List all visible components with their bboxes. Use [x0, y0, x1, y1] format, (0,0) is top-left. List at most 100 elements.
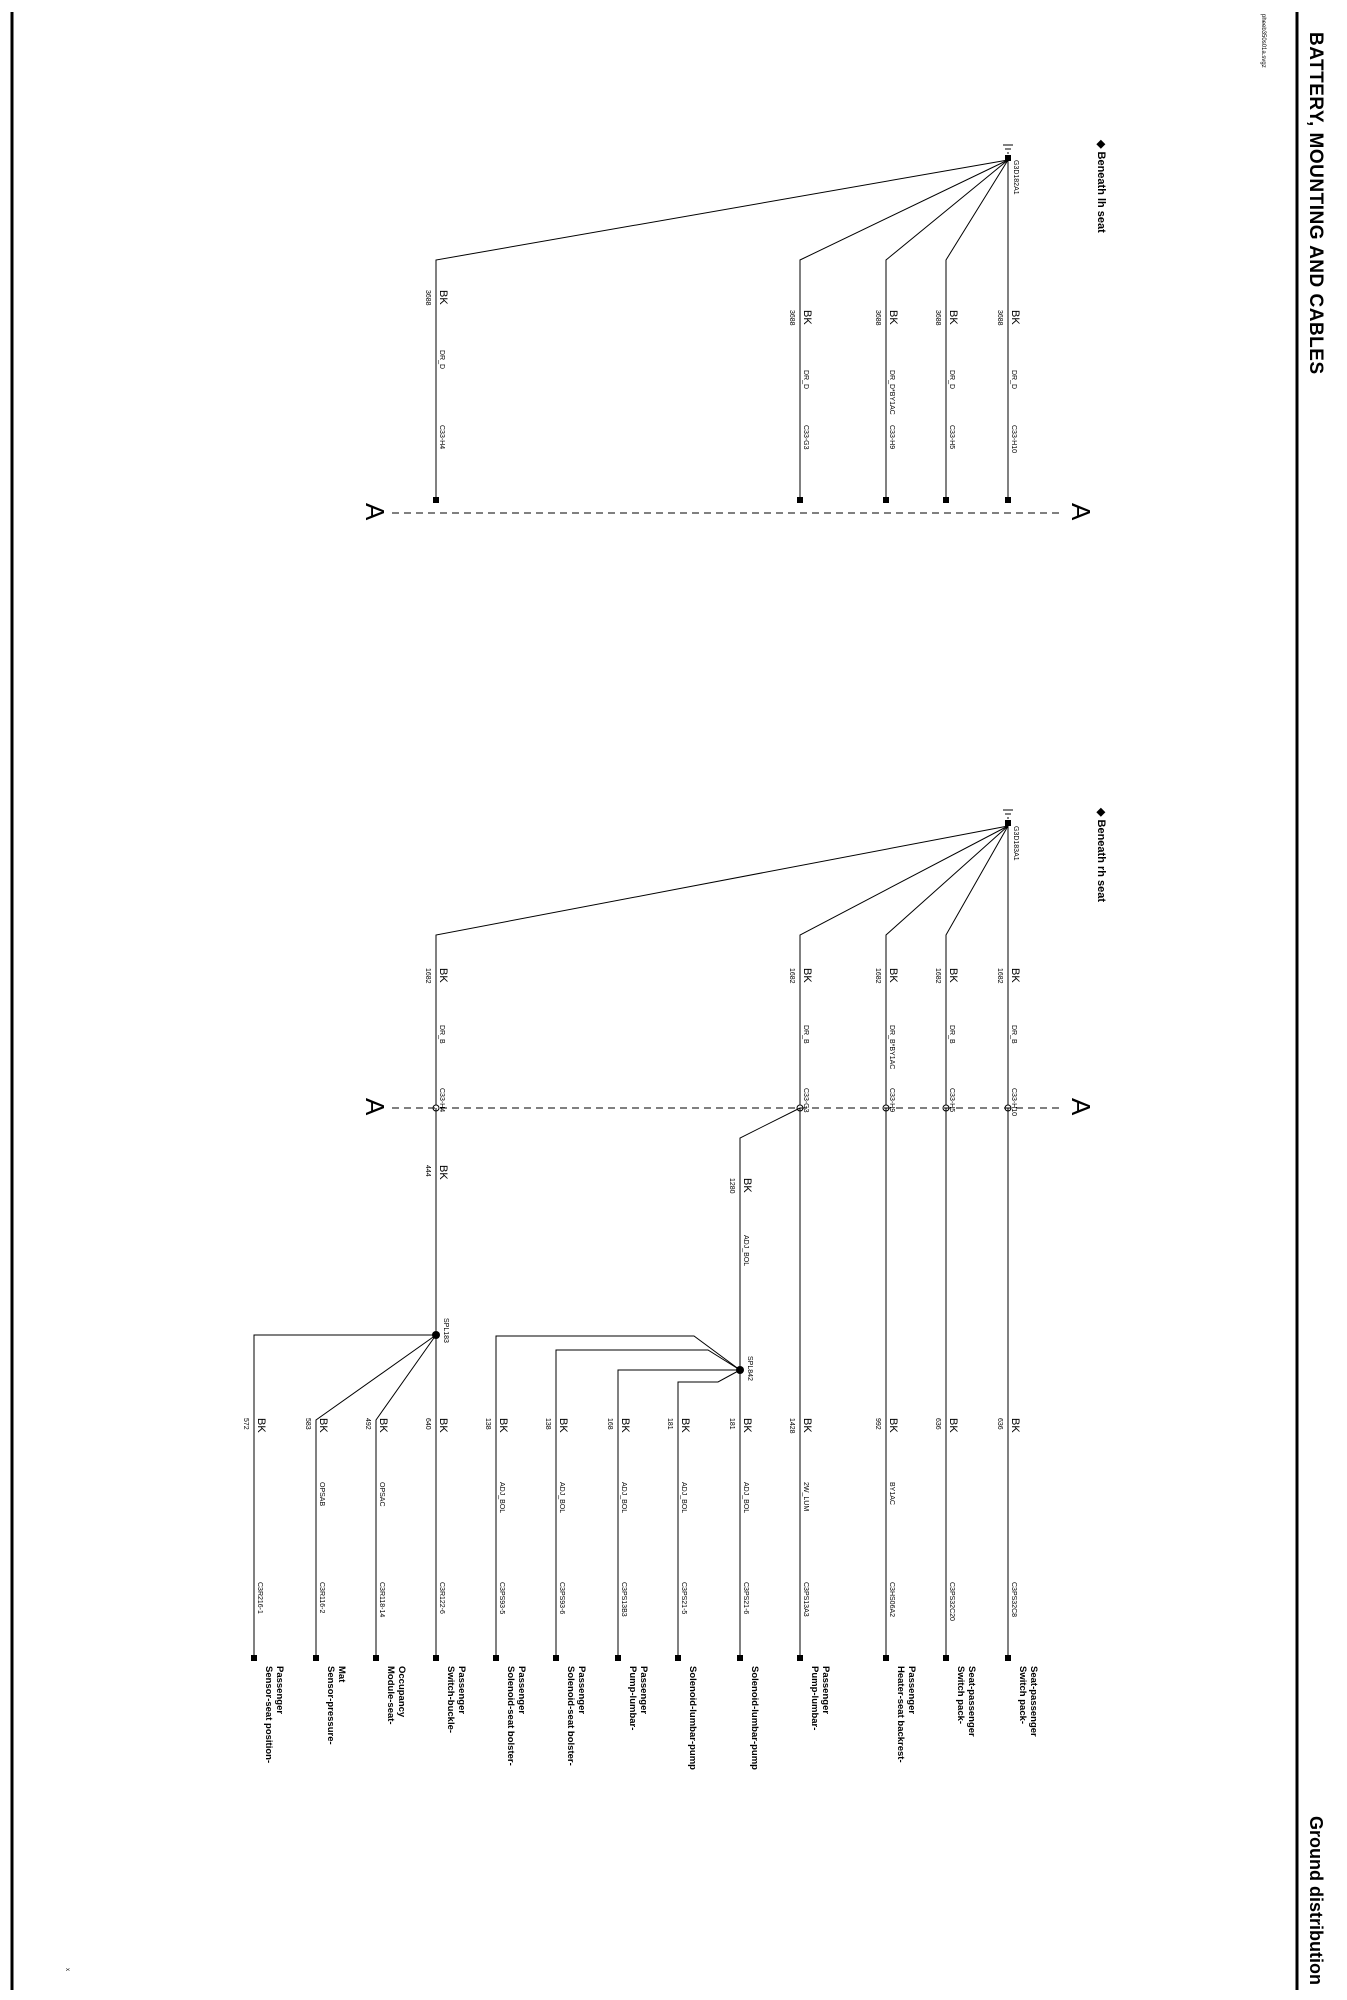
component-name: Sensor-seat position-Passenger — [263, 1666, 285, 1763]
component-name: Sensor-pressure-Mat — [325, 1666, 347, 1745]
wire-color: BK — [887, 968, 899, 983]
wire-color: BK — [1009, 310, 1021, 325]
wire-color: BK — [1009, 968, 1021, 983]
wire-harness: BY1AC — [888, 1482, 895, 1505]
wire-harness: OPSAC — [378, 1482, 385, 1507]
connector-pin — [1005, 1655, 1011, 1661]
wire-harness: ADJ_BOL — [742, 1482, 749, 1513]
wire-size: 572 — [242, 1418, 249, 1430]
wire-harness: ADJ_BOL — [498, 1482, 505, 1513]
component-name: Module-seat-Occupancy — [385, 1666, 407, 1725]
connector-label: C3PS93-6 — [558, 1582, 565, 1614]
wire-size: 1428 — [788, 1418, 795, 1434]
trunk-spl842 — [739, 1107, 801, 1370]
wire-size: 1682 — [424, 968, 431, 984]
wire-harness: DR_B — [1010, 1025, 1017, 1044]
wire-size: 1682 — [788, 968, 795, 984]
wire-color: BK — [947, 968, 959, 983]
load-4: BK 1428 2W_LUM C3PS13A3 Pump-lumbar-Pass… — [788, 1418, 831, 1730]
wire-rh-4 — [799, 825, 1009, 1108]
connector-pin — [433, 1655, 439, 1661]
wire-size: 3688 — [874, 310, 881, 326]
connector-pin — [493, 1655, 499, 1661]
connector-label: C33-H9 — [888, 1088, 895, 1112]
wire-harness: DR_D — [802, 370, 809, 389]
component-name: Switch pack-Seat-passenger — [955, 1666, 977, 1737]
connector-label: C33-H9 — [888, 425, 895, 449]
load-5: BK 181 ADJ_BOL C3PS21-6 Solenoid-lumbar-… — [728, 1418, 760, 1770]
wire-color: BK — [947, 310, 959, 325]
wire-load-6 — [677, 1369, 741, 1658]
wire-lh-5 — [435, 159, 1009, 497]
connector-pin — [251, 1655, 257, 1661]
wire-color: BK — [679, 1418, 691, 1433]
wire-size: 636 — [996, 1418, 1003, 1430]
load-9: BK 138 ADJ_BOL C3PS93-5 Solenoid-seat bo… — [484, 1418, 527, 1766]
splice-label: SPL183 — [442, 1318, 449, 1343]
load-10: BK 640 C3R122-6 Switch-buckle-Passenger — [424, 1418, 467, 1733]
wire-size: 3688 — [424, 290, 431, 306]
location-lh-label: Beneath lh seat — [1095, 152, 1107, 234]
wire-size: 492 — [364, 1418, 371, 1430]
wire-size: 3688 — [788, 310, 795, 326]
wire-size: 3688 — [996, 310, 1003, 326]
wire-harness: ADJ_BOL — [680, 1482, 687, 1513]
wire-color: BK — [437, 1418, 449, 1433]
corner-mark: x — [64, 1968, 70, 1971]
load-1: BK 636 C3PS32C8 Switch pack-Seat-passeng… — [996, 1418, 1039, 1737]
connector-label: C3PS32C8 — [1010, 1582, 1017, 1617]
load-12: BK 583 OPSAB C3R116-2 Sensor-pressure-Ma… — [304, 1418, 347, 1745]
page-title: BATTERY, MOUNTING AND CABLES — [1305, 32, 1326, 375]
connector-label: C3HS06A2 — [888, 1582, 895, 1617]
trunk-color: BK — [437, 1165, 449, 1180]
wire-color: BK — [497, 1418, 509, 1433]
wire-color: BK — [377, 1418, 389, 1433]
connector-label: C33-G3 — [802, 425, 809, 450]
wire-size: 640 — [424, 1418, 431, 1430]
component-name: Pump-lumbar-Passenger — [809, 1666, 831, 1730]
connector-pin — [737, 1655, 743, 1661]
component-name: Solenoid-lumbar-pump — [749, 1666, 760, 1770]
wire-load-11 — [375, 1334, 437, 1658]
load-7: BK 168 ADJ_BOL C3PS13B3 Pump-lumbar-Pass… — [606, 1418, 649, 1730]
wire-size: 992 — [874, 1418, 881, 1430]
load-3: BK 992 BY1AC C3HS06A2 Heater-seat backre… — [874, 1418, 917, 1763]
wire-size: 138 — [484, 1418, 491, 1430]
divider-label-right: A — [1066, 1098, 1096, 1116]
wire-size: 636 — [934, 1418, 941, 1430]
wire-harness: OPSAB — [318, 1482, 325, 1506]
connector-markers-lh — [433, 497, 1011, 503]
load-6: BK 181 ADJ_BOL C3PS21-5 Solenoid-lumbar-… — [666, 1418, 698, 1770]
wire-harness: DR_D — [948, 370, 955, 389]
load-8: BK 138 ADJ_BOL C3PS93-6 Solenoid-seat bo… — [544, 1418, 587, 1766]
connector-pin — [883, 1655, 889, 1661]
connector-label: C3R118-14 — [378, 1582, 385, 1617]
wire-color: BK — [557, 1418, 569, 1433]
wire-load-7 — [617, 1369, 740, 1658]
wire-size: 583 — [304, 1418, 311, 1430]
connector-label: C33-H10 — [1010, 1088, 1017, 1116]
wire-size: 138 — [544, 1418, 551, 1430]
connector-label: C3PS13A3 — [802, 1582, 809, 1617]
wire-rh-2 — [945, 825, 1009, 1108]
connector-label: C3R116-2 — [318, 1582, 325, 1613]
connector-label: C33-H5 — [948, 425, 955, 449]
divider-label-left: A — [360, 1098, 390, 1116]
wire-color: BK — [437, 290, 449, 305]
ground-icon — [1003, 809, 1013, 826]
connector-pin — [943, 1655, 949, 1661]
component-name: Switch pack-Seat-passenger — [1017, 1666, 1039, 1737]
wire-harness: DR_B — [948, 1025, 955, 1044]
section-rh: ◆ Beneath rh seat G3D183A1 BK 1682 DR_B … — [242, 807, 1107, 1770]
connector-pin — [675, 1655, 681, 1661]
location-rh: ◆ Beneath rh seat — [1095, 807, 1107, 902]
wire-color: BK — [801, 1418, 813, 1433]
connector-label: C33-G3 — [802, 1088, 809, 1113]
location-lh: ◆ Beneath lh seat — [1095, 139, 1107, 233]
connector-pin — [615, 1655, 621, 1661]
wire-lh-3 — [885, 159, 1009, 497]
component-name: Solenoid-lumbar-pump — [687, 1666, 698, 1770]
connector-label: C3PS32C20 — [948, 1582, 955, 1621]
connector-pin — [373, 1655, 379, 1661]
